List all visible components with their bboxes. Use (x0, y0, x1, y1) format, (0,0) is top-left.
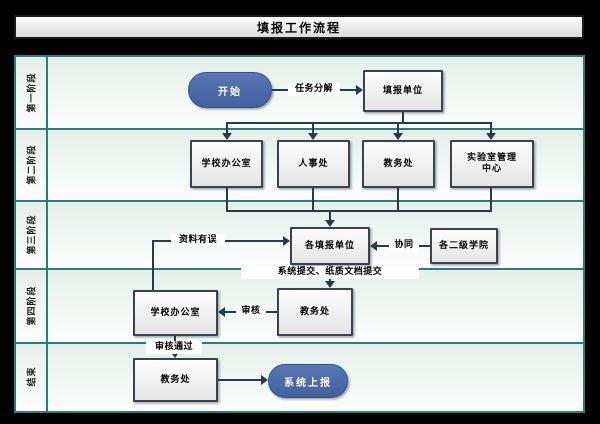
school-office-box-row2: 学校办公室 (190, 140, 263, 188)
arrowhead-right-icon (283, 236, 290, 246)
edge-label-task-breakdown: 任务分解 (288, 83, 340, 96)
connector-line (226, 122, 228, 133)
arrowhead-down-icon (170, 351, 180, 358)
lane-divider (16, 128, 583, 130)
edge-label-review: 审核 (236, 305, 266, 318)
lane-label-column-border (46, 57, 48, 411)
arrowhead-down-icon (325, 220, 335, 227)
arrowhead-down-icon (222, 133, 232, 140)
connector-distribution-line (226, 122, 492, 124)
stage-label-4: 第四阶段 (27, 284, 38, 326)
arrowhead-down-icon (486, 133, 496, 140)
connector-line (490, 188, 492, 212)
edge-label-collaboration: 协同 (389, 239, 419, 252)
arrowhead-down-icon (325, 281, 335, 288)
connector-line (402, 112, 404, 124)
edge-label-review-passed: 审核通过 (146, 341, 202, 354)
edge-label-submission: 系统提交、纸质文档提交 (241, 266, 419, 279)
arrowhead-down-icon (393, 133, 403, 140)
page-title: 填报工作流程 (256, 20, 341, 35)
connector-line (397, 122, 399, 133)
arrowhead-left-icon (370, 241, 377, 251)
arrowhead-down-icon (308, 133, 318, 140)
academic-affairs-box-row5: 教务处 (133, 358, 218, 402)
connector-line (490, 122, 492, 133)
lane-divider (16, 200, 583, 202)
lane-divider (16, 342, 583, 344)
academic-affairs-box-row2: 教务处 (362, 140, 435, 188)
swimlane-area: 第一阶段 第二阶段 第三阶段 第四阶段 结束 开始 任务分解 填报单位 学校办公… (14, 55, 585, 413)
reporting-unit-box: 填报单位 (363, 70, 443, 112)
edge-label-data-error: 资料有误 (171, 234, 225, 247)
lab-management-center-box: 实验室管理中心 (450, 140, 534, 188)
connector-feedback-line (152, 240, 154, 290)
connector-line (312, 188, 314, 212)
arrowhead-right-icon (261, 375, 268, 385)
stage-label-2: 第二阶段 (27, 143, 38, 185)
connector-line (312, 122, 314, 133)
end-node: 系统上报 (268, 364, 348, 398)
stage-label-5: 结束 (27, 366, 38, 387)
stage-label-1: 第一阶段 (27, 72, 38, 113)
connector-line (397, 188, 399, 212)
connector-to-end (218, 379, 261, 381)
connector-line (226, 188, 228, 212)
connector-line (329, 210, 331, 220)
each-reporting-unit-box: 各填报单位 (290, 227, 370, 265)
arrowhead-left-icon (218, 307, 225, 317)
secondary-colleges-box: 各二级学院 (430, 228, 498, 264)
personnel-dept-box: 人事处 (277, 140, 350, 188)
arrowhead-right-icon (356, 85, 363, 95)
school-office-box-row4: 学校办公室 (133, 290, 218, 336)
academic-affairs-box-row4: 教务处 (277, 288, 353, 336)
stage-label-3: 第三阶段 (27, 213, 38, 255)
start-node: 开始 (188, 72, 272, 108)
connector-collect-line (226, 210, 492, 212)
diagram-title-bar: 填报工作流程 (14, 15, 584, 39)
